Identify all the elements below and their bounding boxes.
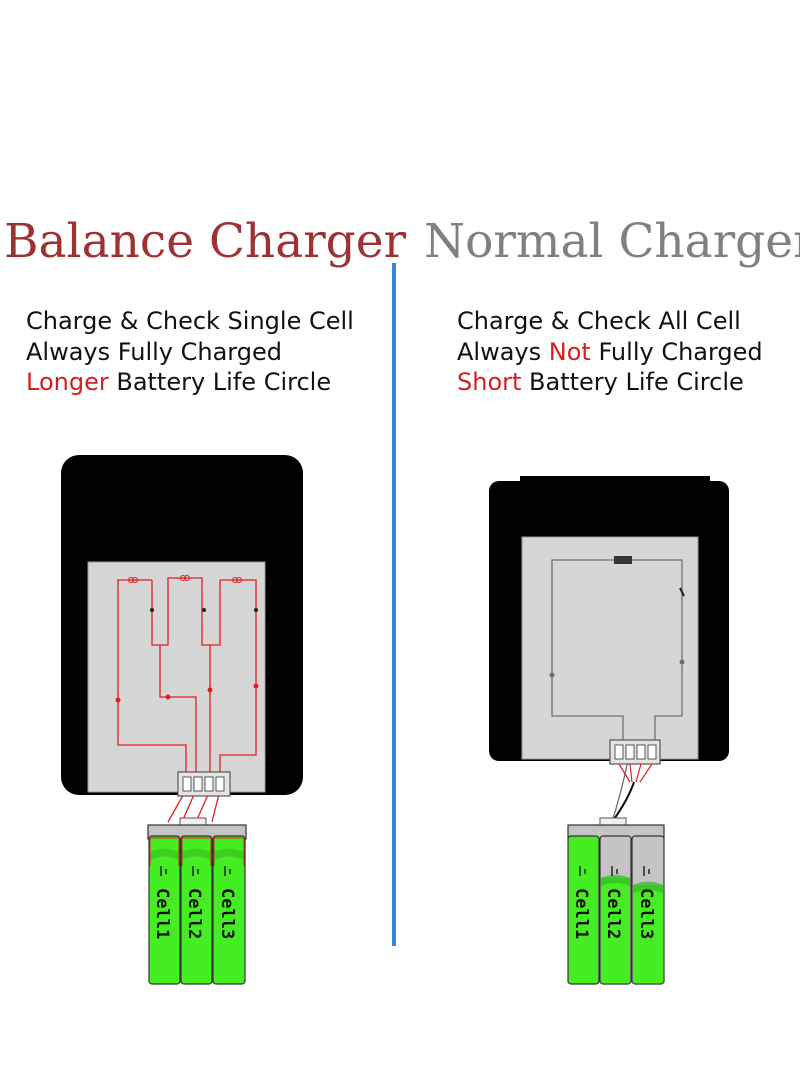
balance-cell-1-label: Cell1: [152, 888, 172, 939]
normal-battery-pack: Cell1 Cell2 Cell3: [567, 817, 665, 985]
normal-circuit-board: [521, 536, 699, 760]
balance-cell-3: [212, 835, 246, 985]
normal-line-3-rest: Battery Life Circle: [521, 368, 744, 396]
normal-line-2-highlight: Not: [548, 337, 591, 366]
normal-line-1: Charge & Check All Cell: [457, 307, 741, 335]
normal-line-2-pre: Always: [457, 337, 549, 366]
normal-cell-3-label: Cell3: [636, 888, 656, 939]
balance-circuit-traces: [117, 577, 257, 823]
center-divider: [392, 263, 396, 946]
normal-line-2: Always Not Fully Charged: [457, 337, 763, 368]
balance-cell-1: [148, 835, 181, 985]
balance-cell-2-label: Cell2: [184, 888, 204, 939]
normal-circuit-components: [549, 556, 685, 678]
normal-charger-title: Normal Charger: [424, 214, 800, 269]
normal-connector: [609, 739, 661, 823]
normal-circuit-traces: [551, 559, 683, 823]
normal-cell-1: [567, 835, 600, 985]
normal-line-3-highlight: Short: [457, 368, 522, 396]
balance-circuit-components: [115, 575, 259, 703]
balance-charger-title: Balance Charger: [4, 214, 407, 269]
balance-line-3-rest: Battery Life Circle: [108, 368, 332, 396]
normal-cell-2-label: Cell2: [603, 888, 623, 939]
normal-line-2-rest: Fully Charged: [590, 337, 763, 366]
balance-description: Charge & Check Single Cell Always Fully …: [26, 306, 354, 398]
normal-description: Charge & Check All Cell Always Not Fully…: [457, 306, 763, 398]
normal-cell-1-label: Cell1: [571, 888, 591, 939]
normal-charger-device: [489, 476, 729, 761]
balance-line-1: Charge & Check Single Cell: [26, 307, 354, 335]
balance-cell-3-label: Cell3: [217, 888, 237, 939]
balance-connector: [177, 771, 231, 797]
balance-line-3-highlight: Longer: [26, 368, 109, 396]
balance-charger-device: [61, 455, 303, 795]
normal-line-3: Short Battery Life Circle: [457, 367, 763, 398]
balance-battery-pack: Cell1 Cell2 Cell3: [147, 817, 247, 985]
balance-circuit-board: [87, 561, 266, 793]
balance-line-3: Longer Battery Life Circle: [26, 367, 354, 398]
balance-cell-2: [180, 835, 213, 985]
balance-line-2: Always Fully Charged: [26, 337, 282, 366]
